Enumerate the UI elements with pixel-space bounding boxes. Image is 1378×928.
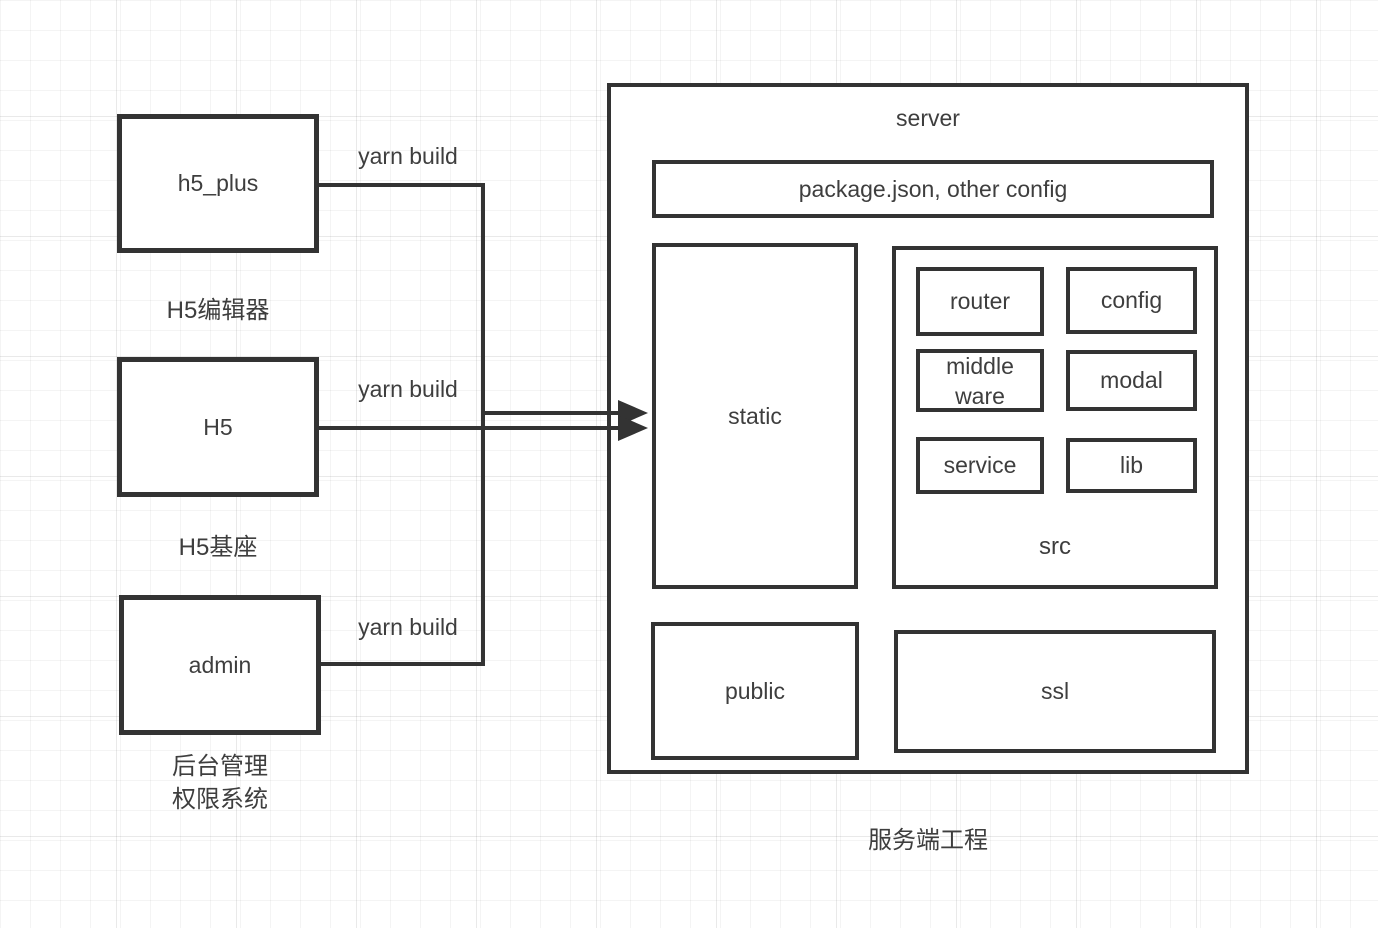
- ssl-label: ssl: [1040, 678, 1070, 704]
- module-lib-label: lib: [1119, 452, 1143, 478]
- module-config: config: [1066, 267, 1197, 334]
- static-box: static: [652, 243, 858, 589]
- src-label: src: [1039, 533, 1071, 560]
- caption-h5-base: H5基座: [178, 534, 258, 561]
- module-config-label: config: [1100, 287, 1163, 313]
- edge-label-yarn-build-2: yarn build: [358, 376, 458, 402]
- ssl-box: ssl: [894, 630, 1216, 753]
- node-h5-plus-label: h5_plus: [177, 170, 259, 196]
- src-box: router config middle ware modal service …: [892, 246, 1218, 589]
- module-middleware-label: middle ware: [946, 352, 1014, 409]
- node-h5: H5: [117, 357, 319, 497]
- module-lib: lib: [1066, 438, 1197, 493]
- node-admin: admin: [119, 595, 321, 735]
- module-router: router: [916, 267, 1044, 336]
- module-middleware: middle ware: [916, 349, 1044, 412]
- package-config-label: package.json, other config: [798, 175, 1068, 202]
- node-h5-plus: h5_plus: [117, 114, 319, 253]
- module-service: service: [916, 437, 1044, 494]
- module-modal-label: modal: [1100, 367, 1163, 393]
- public-label: public: [724, 677, 786, 704]
- module-service-label: service: [943, 452, 1017, 478]
- package-config-box: package.json, other config: [652, 160, 1214, 218]
- server-caption: 服务端工程: [868, 827, 988, 854]
- node-h5-label: H5: [203, 413, 233, 440]
- edge-label-yarn-build-3: yarn build: [358, 614, 458, 640]
- server-box: server package.json, other config static…: [607, 83, 1249, 774]
- caption-h5-editor: H5编辑器: [166, 297, 270, 324]
- module-modal: modal: [1066, 350, 1197, 411]
- module-router-label: router: [949, 288, 1011, 314]
- node-admin-label: admin: [188, 651, 252, 678]
- public-box: public: [651, 622, 859, 760]
- edge-label-yarn-build-1: yarn build: [358, 143, 458, 169]
- caption-admin-system: 后台管理 权限系统: [172, 753, 268, 813]
- server-title: server: [896, 105, 960, 131]
- connector-trunk-h5plus-admin: [318, 183, 485, 666]
- static-label: static: [728, 402, 782, 429]
